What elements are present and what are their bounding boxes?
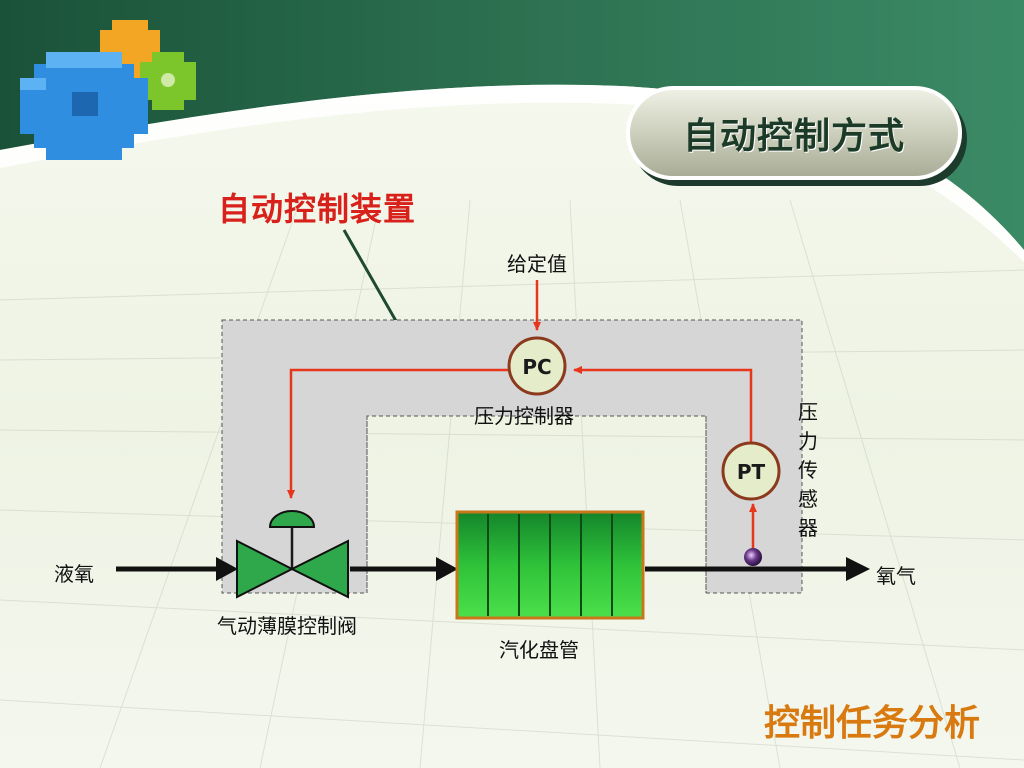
controller-label: 压力控制器 bbox=[474, 404, 574, 428]
gear-logo-icon bbox=[20, 20, 196, 160]
valve-label: 气动薄膜控制阀 bbox=[217, 614, 357, 638]
setpoint-label: 给定值 bbox=[507, 252, 567, 276]
outlet-label: 氧气 bbox=[876, 564, 916, 588]
device-label: 自动控制装置 bbox=[218, 190, 417, 228]
inlet-label: 液氧 bbox=[54, 562, 94, 586]
sensing-point-icon bbox=[744, 548, 762, 566]
footer-title: 控制任务分析 bbox=[764, 703, 981, 744]
transmitter-label: 压力传感器 bbox=[798, 400, 818, 540]
control-valve-icon bbox=[236, 510, 349, 599]
transmitter-tag: PT bbox=[737, 460, 766, 484]
title-pill: 自动控制方式 bbox=[626, 86, 962, 180]
controller-tag: PC bbox=[522, 355, 551, 379]
pressure-transmitter-icon bbox=[721, 441, 781, 501]
slide-title: 自动控制方式 bbox=[682, 116, 905, 157]
pressure-controller-icon bbox=[507, 336, 567, 396]
coil-label: 汽化盘管 bbox=[499, 638, 579, 662]
vaporizer-coil-icon bbox=[455, 510, 645, 620]
